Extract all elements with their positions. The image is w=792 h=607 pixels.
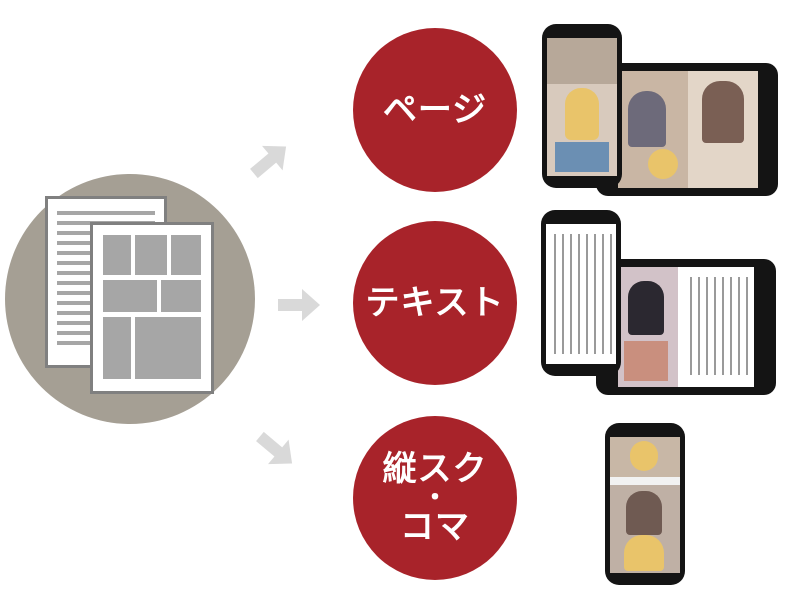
tablet-text-mode — [596, 259, 776, 395]
manga-page-screen — [547, 38, 617, 176]
manga-spread-screen — [618, 71, 758, 188]
panel-scroll-screen — [610, 437, 680, 573]
panel-label: コマ — [400, 507, 470, 547]
phone-vertical-scroll-mode — [605, 423, 685, 585]
text-mode-label: テキスト — [365, 283, 505, 323]
vertical-scroll-label: 縦スク — [382, 449, 488, 489]
text-spread-screen — [618, 267, 754, 387]
arrow-right-icon — [253, 430, 299, 470]
phone-text-mode — [541, 210, 621, 376]
arrow-right-icon — [276, 285, 322, 325]
arrow-right-icon — [247, 140, 293, 180]
text-page-screen — [546, 224, 616, 364]
comic-document-icon — [90, 222, 214, 394]
text-mode-circle: テキスト — [353, 221, 517, 385]
separator-dot: ・ — [421, 483, 448, 513]
page-mode-label: ページ — [382, 90, 488, 130]
phone-page-mode — [542, 24, 622, 188]
tablet-page-mode — [596, 63, 778, 196]
page-mode-circle: ページ — [353, 28, 517, 192]
vertical-scroll-mode-circle: 縦スク ・ コマ — [353, 416, 517, 580]
